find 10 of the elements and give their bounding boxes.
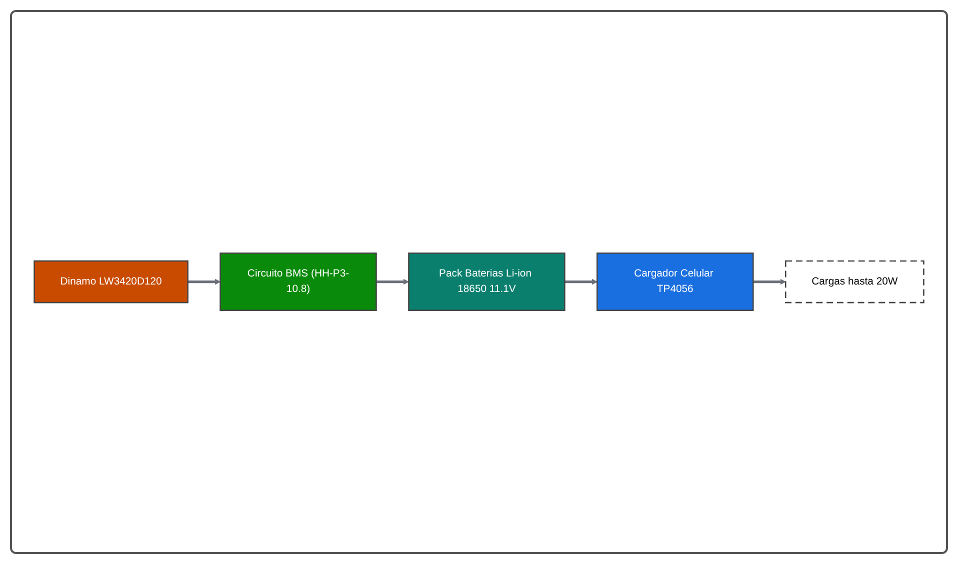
flowchart: Dinamo LW3420D120 Circuito BMS (HH-P3-10.8) Pack Baterias Li-ion 18650 11.1V Cargador Celular TP4056 Cargas hasta 20W [29,248,929,316]
node-box [34,260,188,304]
arrow [564,279,598,285]
node-box [408,252,566,312]
arrow [753,279,786,285]
node-box [784,260,924,304]
arrow [188,279,221,285]
arrow [376,279,409,285]
node-box [596,252,754,312]
node-box [220,252,377,312]
